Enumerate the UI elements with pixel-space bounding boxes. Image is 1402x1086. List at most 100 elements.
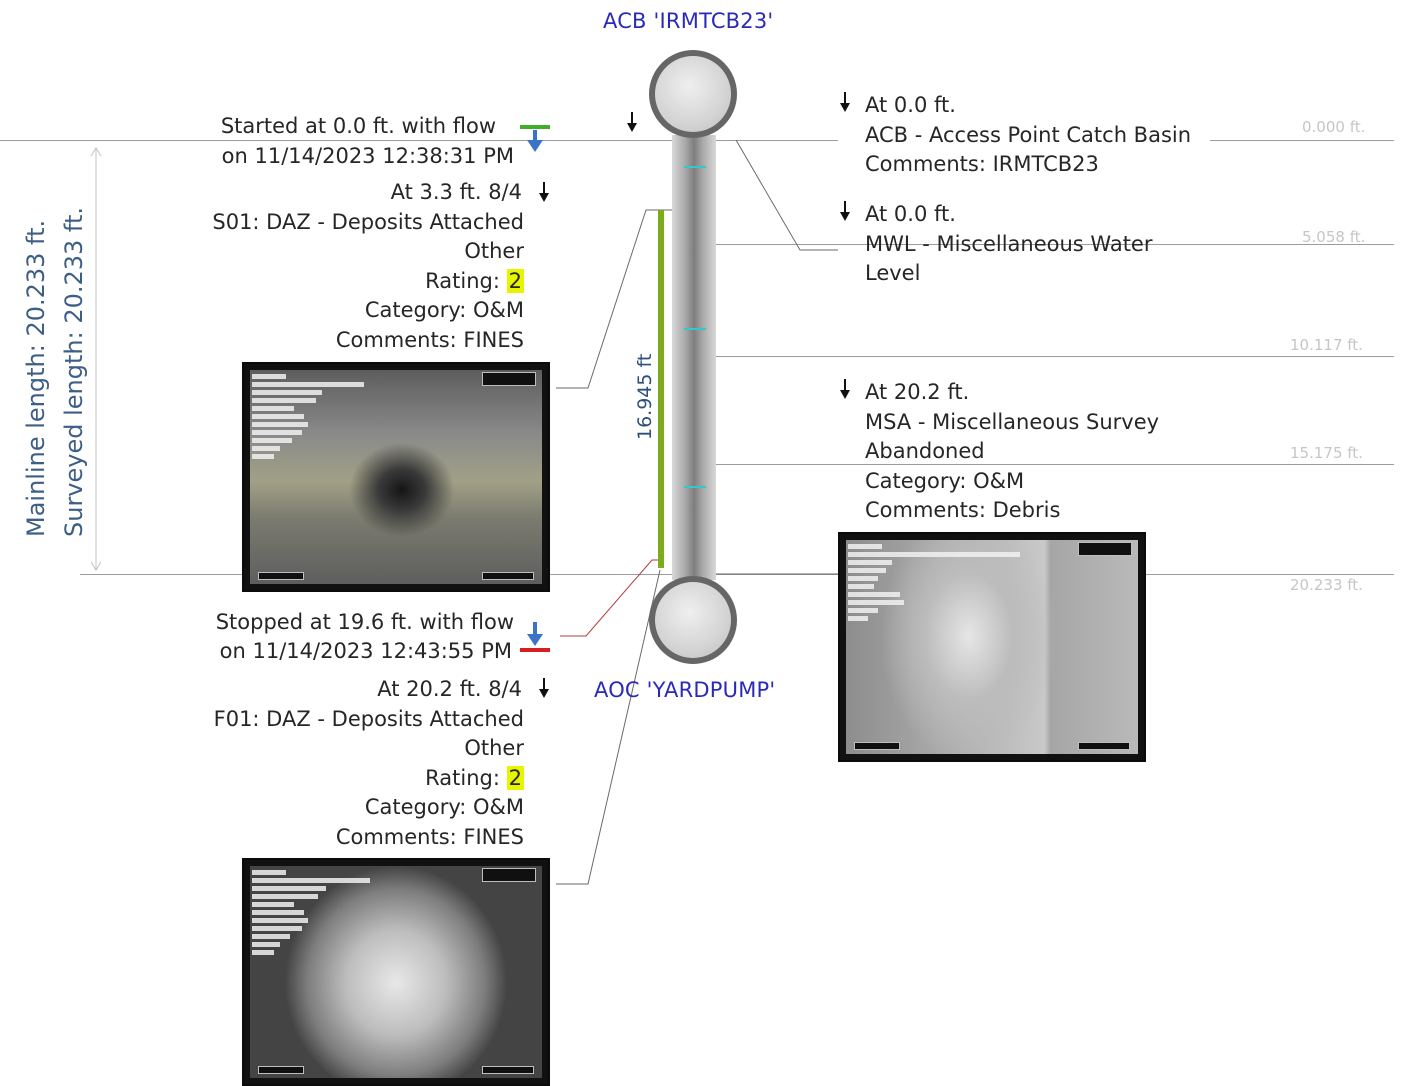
observation-comments: Comments: FINES bbox=[335, 327, 524, 352]
inspected-length-bar bbox=[658, 210, 664, 568]
overlay-box bbox=[482, 1066, 534, 1074]
down-arrow-icon bbox=[627, 112, 637, 132]
observation-code-cont: Abandoned bbox=[865, 439, 985, 463]
observation-code-cont: Other bbox=[464, 736, 524, 760]
downstream-manhole-icon[interactable] bbox=[649, 576, 737, 664]
scale-tick-0: 0.000 ft. bbox=[1302, 118, 1366, 136]
observation-code: MWL - Miscellaneous Water bbox=[865, 231, 1153, 256]
overlay-box bbox=[258, 572, 304, 580]
flow-arrow-icon bbox=[520, 125, 550, 152]
observation-category: Category: O&M bbox=[364, 795, 524, 819]
upstream-manhole-icon[interactable] bbox=[649, 50, 737, 138]
observation-position-text: At 3.3 ft. 8/4 bbox=[390, 180, 522, 204]
scale-tick-2: 10.117 ft. bbox=[1290, 336, 1363, 354]
overlay-text-bar bbox=[252, 414, 304, 419]
overlay-text-bar bbox=[252, 446, 280, 451]
overlay-box bbox=[854, 742, 900, 750]
survey-start-line2: on 11/14/2023 12:38:31 PM bbox=[221, 144, 514, 168]
overlay-text-bar bbox=[252, 374, 286, 379]
overlay-text-bar bbox=[848, 608, 878, 613]
observation-code: S01: DAZ - Deposits Attached bbox=[212, 209, 524, 234]
rule-5-058 bbox=[716, 244, 1394, 245]
overlay-box bbox=[482, 868, 536, 882]
upstream-node-label: ACB 'IRMTCB23' bbox=[603, 9, 774, 33]
overlay-text-bar bbox=[252, 454, 274, 459]
down-arrow-icon bbox=[840, 379, 850, 399]
rule-15-175 bbox=[716, 464, 1394, 465]
overlay-text-bar bbox=[252, 878, 370, 883]
rating-label: Rating: bbox=[425, 268, 507, 293]
observation-code: ACB - Access Point Catch Basin bbox=[865, 122, 1192, 147]
overlay-text-bar bbox=[252, 950, 274, 955]
overlay-text-bar bbox=[252, 390, 322, 395]
overlay-text-bar bbox=[252, 918, 308, 923]
observation-s01[interactable]: At 3.3 ft. 8/4 S01: DAZ - Deposits Attac… bbox=[212, 178, 524, 355]
snapshot-msa[interactable] bbox=[838, 532, 1146, 762]
survey-start-line1: Started at 0.0 ft. with flow bbox=[220, 114, 496, 138]
observation-rating: Rating: 2 bbox=[214, 764, 524, 794]
rating-value: 2 bbox=[506, 268, 524, 293]
rule-10-117 bbox=[716, 356, 1394, 357]
observation-category: Category: O&M bbox=[364, 298, 524, 322]
rating-label: Rating: bbox=[425, 765, 507, 790]
rating-value: 2 bbox=[506, 765, 524, 790]
overlay-text-bar bbox=[848, 544, 882, 549]
survey-stop-line1: Stopped at 19.6 ft. with flow bbox=[215, 610, 514, 634]
manhole-face bbox=[655, 582, 731, 658]
snapshot-f01[interactable] bbox=[242, 858, 550, 1086]
overlay-text-bar bbox=[252, 894, 318, 899]
observation-mwl[interactable]: At 0.0 ft. MWL - Miscellaneous Water Lev… bbox=[865, 200, 1153, 289]
observation-category: Category: O&M bbox=[865, 468, 1025, 493]
observation-f01[interactable]: At 20.2 ft. 8/4 F01: DAZ - Deposits Atta… bbox=[214, 675, 524, 852]
observation-acb[interactable]: At 0.0 ft. ACB - Access Point Catch Basi… bbox=[865, 91, 1191, 180]
manhole-face bbox=[655, 56, 731, 132]
overlay-box bbox=[1078, 542, 1132, 556]
pipe-tick bbox=[684, 328, 706, 330]
pipe-tick bbox=[684, 166, 706, 168]
overlay-box bbox=[1078, 742, 1130, 750]
overlay-text-bar bbox=[252, 870, 286, 875]
observation-code: MSA - Miscellaneous Survey bbox=[865, 409, 1160, 434]
observation-code-cont: Level bbox=[865, 261, 921, 285]
overlay-text-bar bbox=[848, 576, 878, 581]
observation-position: At 3.3 ft. 8/4 bbox=[212, 178, 524, 208]
flow-arrow-icon bbox=[520, 622, 550, 652]
observation-comments: Comments: Debris bbox=[865, 498, 1061, 522]
overlay-text-bar bbox=[252, 942, 280, 947]
overlay-text-bar bbox=[848, 568, 886, 573]
survey-stop-line2: on 11/14/2023 12:43:55 PM bbox=[219, 639, 512, 663]
observation-rating: Rating: 2 bbox=[212, 267, 524, 297]
down-arrow-icon bbox=[840, 92, 850, 112]
observation-position: At 20.2 ft. bbox=[865, 380, 970, 404]
rule-start bbox=[0, 140, 838, 141]
observation-msa[interactable]: At 20.2 ft. MSA - Miscellaneous Survey A… bbox=[865, 378, 1159, 526]
snapshot-image bbox=[846, 540, 1138, 754]
overlay-text-bar bbox=[848, 560, 892, 565]
observation-code: F01: DAZ - Deposits Attached bbox=[213, 706, 524, 731]
overlay-text-bar bbox=[252, 934, 290, 939]
scale-tick-3: 15.175 ft. bbox=[1290, 444, 1363, 462]
overlay-text-bar bbox=[252, 926, 302, 931]
downstream-node-label: AOC 'YARDPUMP' bbox=[594, 678, 776, 702]
observation-position: At 0.0 ft. bbox=[865, 93, 956, 117]
overlay-text-bar bbox=[848, 584, 874, 589]
observation-code-cont: Other bbox=[464, 239, 524, 263]
overlay-text-bar bbox=[848, 552, 1020, 557]
overlay-text-bar bbox=[252, 430, 302, 435]
down-arrow-icon bbox=[840, 201, 850, 221]
rule-0-000-right bbox=[1210, 140, 1394, 141]
snapshot-image bbox=[250, 866, 542, 1078]
down-arrow-icon bbox=[539, 182, 549, 202]
snapshot-s01[interactable] bbox=[242, 362, 550, 592]
overlay-text-bar bbox=[252, 438, 292, 443]
pipe-segment[interactable] bbox=[672, 135, 716, 580]
observation-position: At 0.0 ft. bbox=[865, 202, 956, 226]
scale-tick-1: 5.058 ft. bbox=[1302, 228, 1366, 246]
overlay-box bbox=[482, 572, 534, 580]
observation-position-text: At 20.2 ft. 8/4 bbox=[377, 677, 522, 701]
overlay-text-bar bbox=[252, 422, 308, 427]
overlay-text-bar bbox=[252, 382, 364, 387]
overlay-text-bar bbox=[252, 886, 326, 891]
overlay-box bbox=[258, 1066, 304, 1074]
